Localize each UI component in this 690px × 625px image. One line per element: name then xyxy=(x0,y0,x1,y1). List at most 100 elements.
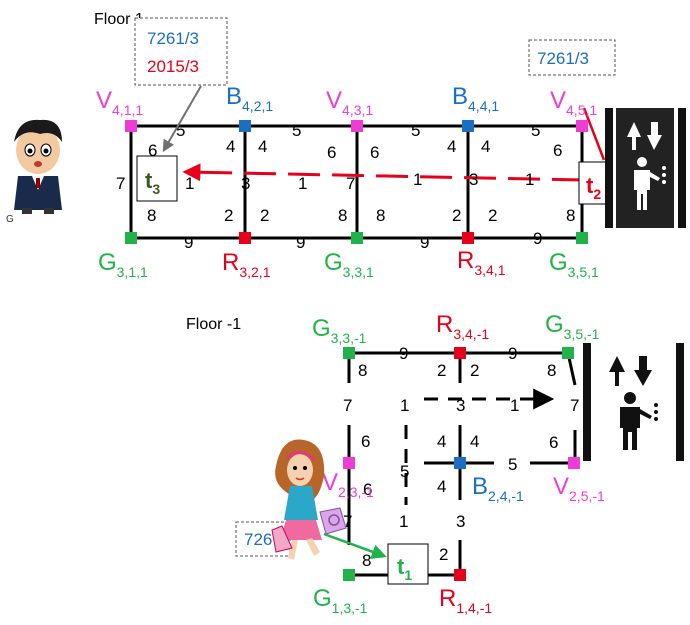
task-t1-route-arrow xyxy=(323,532,387,559)
edge-weight: 4 xyxy=(447,137,456,156)
edge-weight: 3 xyxy=(456,512,465,531)
edge-weight: 6 xyxy=(361,432,370,451)
node-label: V2,3,-1 xyxy=(322,469,374,500)
edge-weight: 9 xyxy=(296,233,305,252)
edge-weight: 2 xyxy=(437,361,446,380)
edge-weight: 5 xyxy=(292,121,301,140)
floor-1-route-descent xyxy=(582,107,606,161)
edge-weight: 8 xyxy=(147,206,156,225)
edge-weight: 2 xyxy=(260,206,269,225)
node-R-1-4-m1 xyxy=(454,569,466,581)
node-label: R1,4,-1 xyxy=(439,585,492,616)
edge-weight: 1 xyxy=(510,396,519,415)
floor-minus-1-label: Floor -1 xyxy=(186,316,241,333)
edge-weight: 3 xyxy=(241,174,250,193)
floor-1-edges xyxy=(129,124,584,240)
edge-weight: 8 xyxy=(362,551,371,570)
node-G-3-3-1 xyxy=(351,232,363,244)
node-label: G3,1,1 xyxy=(98,249,148,280)
node-G-3-5-m1 xyxy=(562,347,574,359)
edge-weight: 7 xyxy=(570,396,579,415)
edge-weight: 7 xyxy=(343,396,352,415)
edge-weight: 8 xyxy=(358,361,367,380)
girl-with-bags-icon xyxy=(271,439,347,560)
edge-weight: 5 xyxy=(508,455,517,474)
node-label: B4,4,1 xyxy=(452,83,499,114)
edge-weight: 2 xyxy=(488,206,497,225)
edge-weight: 7 xyxy=(116,174,125,193)
node-B-2-4-m1 xyxy=(454,457,466,469)
edge-weight: 6 xyxy=(553,141,562,160)
annotation-line: 7261/3 xyxy=(537,49,589,68)
edge-weight: 4 xyxy=(437,432,446,451)
floor-1-edge-weights: 5 5 5 5 6 4 4 6 6 4 4 6 7 1 3 1 7 1 3 1 … xyxy=(116,121,575,252)
elevator-icon xyxy=(605,108,686,228)
node-label: B2,4,-1 xyxy=(472,473,524,504)
node-label: V4,1,1 xyxy=(96,87,143,118)
edge-weight: 2 xyxy=(470,361,479,380)
edge-weight: 6 xyxy=(148,141,157,160)
edge-weight: 9 xyxy=(399,344,408,363)
edge-weight: 8 xyxy=(566,206,575,225)
annotation-pointer-arrow xyxy=(162,85,202,153)
svg-text:t3: t3 xyxy=(145,168,160,197)
edge-weight: 5 xyxy=(400,462,409,481)
floor-1-node-labels: V4,1,1 B4,2,1 V4,3,1 B4,4,1 V4,5,1 G3,1,… xyxy=(96,83,599,280)
node-V-4-5-1 xyxy=(576,120,588,132)
edge-weight: 8 xyxy=(338,206,347,225)
floor-minus-1-node-labels: G3,3,-1 R3,4,-1 G3,5,-1 V2,3,-1 B2,4,-1 … xyxy=(312,311,605,616)
annotation-line: 7261/3 xyxy=(147,29,199,48)
node-G-3-5-1 xyxy=(576,232,588,244)
node-label: G1,3,-1 xyxy=(313,585,368,616)
node-V-4-1-1 xyxy=(125,120,137,132)
floor-1-nodes xyxy=(125,120,588,244)
edge-weight: 6 xyxy=(370,143,379,162)
node-label: G3,5,1 xyxy=(549,249,599,280)
node-label: V2,5,-1 xyxy=(553,473,605,504)
edge-weight: 1 xyxy=(413,170,422,189)
edge-weight: 6 xyxy=(363,480,372,499)
svg-text:t1: t1 xyxy=(397,554,412,583)
node-label: R3,2,1 xyxy=(222,249,271,280)
edge-weight: 9 xyxy=(508,344,517,363)
deadline-annotation-box: 7261/3 2015/3 xyxy=(134,17,228,86)
edge-weight: 1 xyxy=(525,170,534,189)
node-label: G3,3,1 xyxy=(324,249,374,280)
robot-caption: G xyxy=(6,214,14,225)
edge-weight: 4 xyxy=(226,137,235,156)
node-R-3-4-1 xyxy=(462,232,474,244)
edge-weight: 8 xyxy=(376,206,385,225)
annotation-line: 726 xyxy=(244,530,272,549)
floor-minus-1-nodes xyxy=(343,347,580,581)
node-G-3-1-1 xyxy=(125,232,137,244)
node-label: R3,4,-1 xyxy=(436,311,489,342)
edge-weight: 6 xyxy=(549,433,558,452)
node-V-2-5-m1 xyxy=(568,457,580,469)
edge-weight: 3 xyxy=(469,170,478,189)
edge-weight: 2 xyxy=(439,545,448,564)
node-G-3-3-m1 xyxy=(343,347,355,359)
node-V-2-3-m1 xyxy=(343,457,355,469)
floor-minus-1-edge-weights: 9 9 8 2 2 8 7 1 3 1 7 6 4 4 5 6 6 5 4 3 … xyxy=(343,344,579,570)
node-label: B4,2,1 xyxy=(226,83,273,114)
node-G-1-3-m1 xyxy=(343,569,355,581)
edge-weight: 4 xyxy=(470,432,479,451)
edge-weight: 3 xyxy=(456,396,465,415)
node-B-4-2-1 xyxy=(239,120,251,132)
edge-weight: 1 xyxy=(400,396,409,415)
edge-weight: 2 xyxy=(452,206,461,225)
robot-boy-icon xyxy=(14,119,62,214)
edge-weight: 4 xyxy=(437,477,446,496)
node-label: V4,3,1 xyxy=(326,87,373,118)
task-t1-box: t1 xyxy=(387,543,429,585)
edge-weight: 4 xyxy=(258,137,267,156)
node-V-4-3-1 xyxy=(351,120,363,132)
node-B-4-4-1 xyxy=(462,120,474,132)
node-R-3-4-m1 xyxy=(454,347,466,359)
edge-weight: 9 xyxy=(184,233,193,252)
edge-weight: 9 xyxy=(420,233,429,252)
elevator-icon xyxy=(583,343,684,461)
floor-minus-1-dashed-edges xyxy=(404,388,555,505)
annotation-line: 2015/3 xyxy=(147,57,199,76)
